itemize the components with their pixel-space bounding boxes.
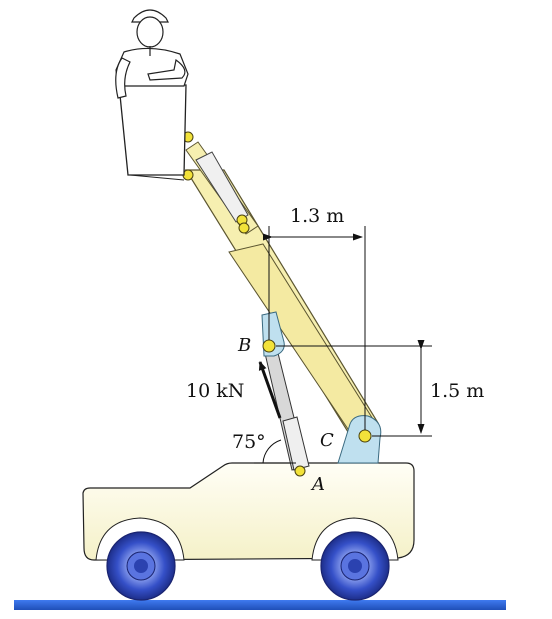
point-c-label: C (320, 430, 334, 451)
wheel-icon (320, 531, 390, 601)
basket (118, 84, 187, 181)
worker-figure (115, 9, 189, 99)
bracket-c (337, 415, 382, 464)
point-a-label: A (310, 474, 325, 495)
point-b-label: B (237, 335, 251, 356)
pin-icon (182, 131, 372, 477)
angle-arc (262, 439, 282, 464)
dimension-vertical (276, 340, 432, 437)
angle-label: 75° (232, 431, 266, 453)
boom (184, 141, 379, 441)
dimension-horizontal (263, 226, 366, 430)
force-label: 10 kN (186, 380, 244, 402)
wheel-icon (106, 531, 176, 601)
dimension-vertical-label: 1.5 m (430, 380, 484, 402)
hydraulic-cylinder (263, 344, 310, 471)
force-arrow (258, 361, 282, 419)
dimension-horizontal-label: 1.3 m (290, 205, 344, 227)
ground (14, 600, 506, 610)
